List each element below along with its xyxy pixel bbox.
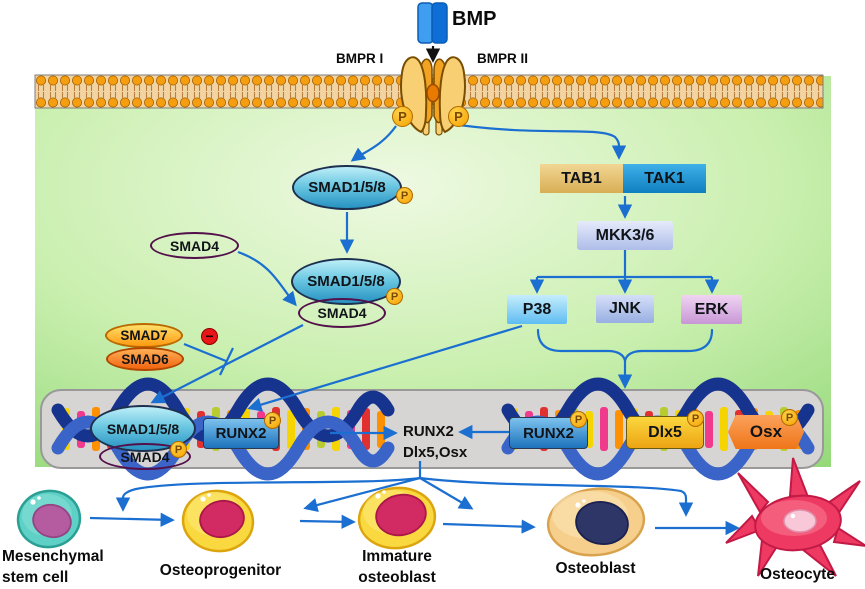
mkk-branch-lines — [537, 250, 712, 279]
node-smad4-free: SMAD4 — [150, 232, 239, 259]
node-p38: P38 — [507, 295, 567, 324]
node-tab1: TAB1 — [540, 164, 623, 193]
output-line2: Dlx5,Osx — [403, 444, 468, 461]
node-tak1: TAK1 — [623, 164, 706, 193]
node-smad158-top: SMAD1/5/8 — [292, 165, 402, 210]
label-osteocyte: Osteocyte — [760, 566, 835, 583]
output-genes-text: RUNX2 Dlx5,Osx — [403, 421, 467, 463]
cell-immature-osteoblast — [357, 486, 437, 550]
inhibition-line — [183, 342, 234, 376]
arrow-complex-to-dna — [150, 324, 304, 404]
label-osteoprogenitor: Osteoprogenitor — [159, 562, 282, 579]
arrow-receptor-to-smad — [350, 125, 397, 162]
node-smad7: SMAD7 — [105, 323, 183, 348]
phosphate-badge: P — [170, 441, 187, 458]
node-mkk36: MKK3/6 — [577, 221, 673, 250]
arrow-fan-3 — [419, 477, 474, 510]
arrow-fan-1 — [115, 476, 421, 512]
arrow-fan-2 — [303, 476, 421, 513]
bmp-ligand — [417, 2, 448, 44]
arrow-op-to-immature — [299, 514, 356, 529]
node-jnk: JNK — [596, 295, 654, 323]
arrow-msc-to-op — [89, 512, 175, 527]
phosphate-badge: P — [264, 412, 281, 429]
phosphate-badge: P — [386, 288, 403, 305]
node-smad4-complex: SMAD4 — [298, 298, 386, 328]
phosphate-badge: P — [781, 409, 798, 426]
bmpr1-label: BMPR I — [336, 51, 384, 66]
arrow-smad4-to-complex — [237, 250, 297, 307]
arrow-p38-to-dna-runx2 — [247, 324, 523, 412]
phosphate-badge: P — [448, 106, 469, 127]
bmpr2-label: BMPR II — [477, 51, 529, 66]
cell-mesenchymal-stem-cell — [16, 489, 82, 549]
dna-node-dlx5: Dlx5 — [626, 416, 704, 449]
node-smad6: SMAD6 — [106, 347, 184, 371]
arrow-fan-4 — [419, 476, 694, 517]
inhibition-badge: − — [201, 328, 218, 345]
arrow-immature-to-ob — [442, 519, 536, 534]
cell-osteocyte — [725, 457, 865, 577]
dna-node-smad4: SMAD4 — [99, 443, 191, 470]
cell-osteoblast — [546, 487, 646, 557]
phosphate-badge: P — [392, 106, 413, 127]
phosphate-badge: P — [570, 411, 587, 428]
arrow-receptor-to-tak1 — [451, 122, 627, 160]
mapk-brace — [536, 328, 714, 363]
phosphate-badge: P — [396, 187, 413, 204]
label-osteoblast: Osteoblast — [555, 560, 636, 577]
bmp-label: BMP — [452, 8, 497, 30]
label-immature-osteoblast: Immature osteoblast — [358, 548, 436, 586]
label-mesenchymal-stem-cell: Mesenchymal stem cell — [2, 548, 104, 586]
phosphate-badge: P — [687, 410, 704, 427]
node-erk: ERK — [681, 295, 742, 324]
cell-osteoprogenitor — [181, 489, 255, 553]
output-line1: RUNX2 — [403, 423, 454, 440]
